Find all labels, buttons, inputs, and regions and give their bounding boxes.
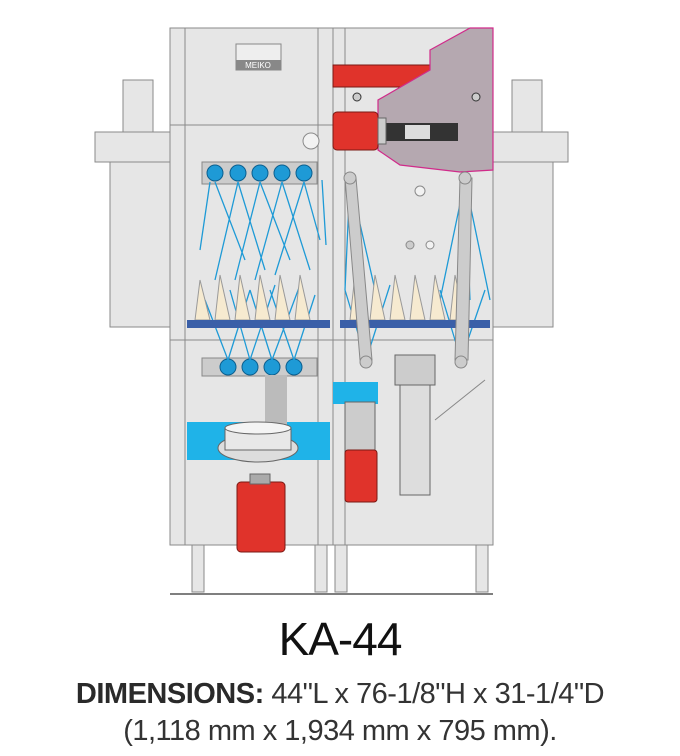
- pump-motor-right: [344, 354, 486, 503]
- svg-text:MEIKO: MEIKO: [245, 61, 271, 70]
- upper-spray-arm: [201, 161, 318, 185]
- right-side-table: [492, 79, 569, 328]
- model-name: KA-44: [278, 613, 403, 665]
- dimensions-imperial: 44"L x 76-1/8"H x 31-1/4"D: [271, 678, 605, 710]
- pump-motor-left: [236, 473, 286, 553]
- dimensions-label: DIMENSIONS:: [75, 678, 264, 710]
- lower-spray-arm: [201, 357, 318, 377]
- dimensions-metric: (1,118 mm x 1,934 mm x 795 mm).: [123, 715, 557, 747]
- left-side-table: [94, 79, 171, 328]
- conveyor-rail: [187, 320, 330, 328]
- meiko-logo: MEIKO: [235, 43, 282, 71]
- wash-pump: [217, 421, 299, 463]
- dishwasher-diagram: MEIKO: [94, 27, 569, 595]
- drive-motor: [332, 111, 379, 151]
- dimensions-text: DIMENSIONS: 44"L x 76-1/8"H x 31-1/4"D (…: [0, 676, 680, 750]
- left-module: [169, 27, 334, 546]
